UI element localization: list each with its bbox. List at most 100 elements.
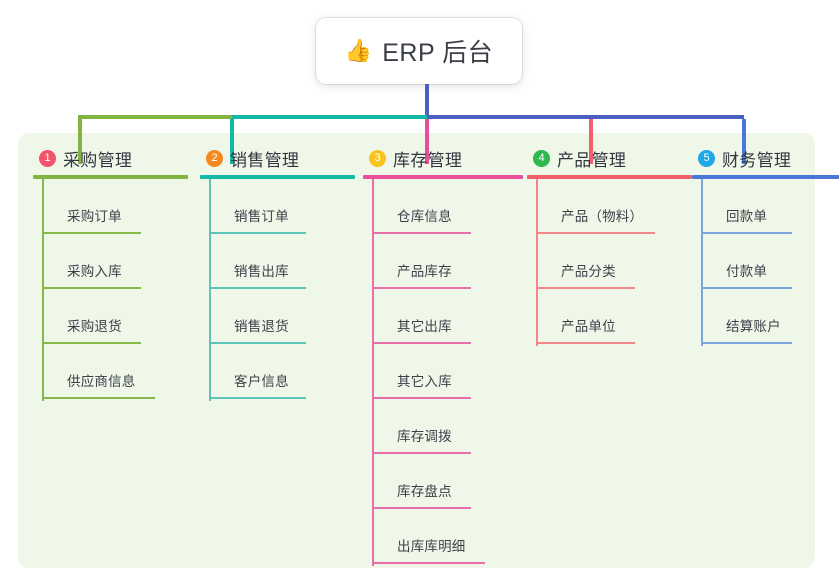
branch-tree-4: 产品（物料） 产品分类 产品单位 — [527, 179, 692, 346]
branch-header-rule-1 — [33, 175, 188, 179]
leaf-rule — [210, 342, 306, 344]
leaf-rule — [373, 507, 471, 509]
leaf-rule — [537, 342, 635, 344]
branch-header-2[interactable]: 2 销售管理 — [200, 145, 355, 171]
branch-header-rule-4 — [527, 175, 692, 179]
connector-bar-segment-3 — [427, 115, 744, 119]
branch-header-rule-3 — [363, 175, 523, 179]
connector-drop-5 — [742, 119, 746, 164]
leaf-rule — [373, 397, 471, 399]
list-item[interactable]: 销售订单 — [210, 179, 355, 234]
leaf-rule — [702, 287, 792, 289]
leaf-rule — [702, 232, 792, 234]
branch-trunk-5 — [701, 179, 703, 346]
branch-number-badge-3: 3 — [369, 149, 386, 167]
list-item[interactable]: 产品分类 — [537, 234, 692, 289]
list-item[interactable]: 销售出库 — [210, 234, 355, 289]
branch-trunk-4 — [536, 179, 538, 346]
branch-number-badge-5: 5 — [698, 149, 715, 167]
diagram-canvas — [18, 133, 815, 568]
leaf-label: 采购订单 — [67, 209, 122, 224]
list-item[interactable]: 客户信息 — [210, 344, 355, 399]
list-item[interactable]: 采购入库 — [43, 234, 188, 289]
branch-number-badge-4: 4 — [533, 149, 550, 167]
branch-column-4: 4 产品管理 产品（物料） 产品分类 产品单位 — [527, 145, 692, 346]
leaf-rule — [210, 287, 306, 289]
branch-column-2: 2 销售管理 销售订单 销售出库 销售退货 客户信息 — [200, 145, 355, 401]
thumbs-up-icon: 👍 — [344, 38, 373, 63]
leaf-label: 采购入库 — [67, 264, 122, 279]
list-item[interactable]: 回款单 — [702, 179, 839, 234]
list-item[interactable]: 产品单位 — [537, 289, 692, 344]
branch-number-badge-2: 2 — [206, 149, 223, 167]
list-item[interactable]: 其它入库 — [373, 344, 523, 399]
branch-trunk-3 — [372, 179, 374, 566]
leaf-label: 产品库存 — [397, 264, 452, 279]
leaf-rule — [43, 397, 155, 399]
list-item[interactable]: 其它出库 — [373, 289, 523, 344]
root-node-label: ERP 后台 — [382, 39, 494, 67]
leaf-label: 销售退货 — [234, 319, 289, 334]
branch-title-4: 产品管理 — [557, 150, 627, 170]
leaf-rule — [210, 397, 306, 399]
list-item[interactable]: 产品（物料） — [537, 179, 692, 234]
leaf-rule — [373, 452, 471, 454]
branch-title-2: 销售管理 — [230, 150, 300, 170]
leaf-rule — [373, 287, 471, 289]
leaf-label: 销售出库 — [234, 264, 289, 279]
leaf-rule — [373, 562, 485, 564]
list-item[interactable]: 出库库明细 — [373, 509, 523, 564]
list-item[interactable]: 采购退货 — [43, 289, 188, 344]
branch-title-5: 财务管理 — [722, 150, 792, 170]
list-item[interactable]: 仓库信息 — [373, 179, 523, 234]
list-item[interactable]: 供应商信息 — [43, 344, 188, 399]
branch-trunk-2 — [209, 179, 211, 401]
branch-header-1[interactable]: 1 采购管理 — [33, 145, 188, 171]
connector-drop-4 — [589, 119, 593, 164]
leaf-rule — [702, 342, 792, 344]
connector-bar-segment-2 — [232, 115, 427, 119]
leaf-label: 结算账户 — [726, 319, 781, 334]
leaf-label: 出库库明细 — [397, 539, 466, 554]
list-item[interactable]: 销售退货 — [210, 289, 355, 344]
leaf-label: 产品（物料） — [561, 209, 644, 224]
list-item[interactable]: 付款单 — [702, 234, 839, 289]
list-item[interactable]: 采购订单 — [43, 179, 188, 234]
leaf-label: 销售订单 — [234, 209, 289, 224]
leaf-label: 产品分类 — [561, 264, 616, 279]
list-item[interactable]: 库存调拨 — [373, 399, 523, 454]
leaf-label: 供应商信息 — [67, 374, 136, 389]
connector-drop-1 — [78, 119, 82, 164]
leaf-label: 其它出库 — [397, 319, 452, 334]
leaf-label: 回款单 — [726, 209, 768, 224]
list-item[interactable]: 产品库存 — [373, 234, 523, 289]
branch-header-4[interactable]: 4 产品管理 — [527, 145, 692, 171]
leaf-label: 库存盘点 — [397, 484, 452, 499]
connector-bar-segment-1 — [78, 115, 232, 119]
branch-tree-3: 仓库信息 产品库存 其它出库 其它入库 库存调拨 库存盘点 出库库明细 — [363, 179, 523, 566]
leaf-rule — [537, 232, 655, 234]
leaf-label: 产品单位 — [561, 319, 616, 334]
branch-header-3[interactable]: 3 库存管理 — [363, 145, 523, 171]
list-item[interactable]: 结算账户 — [702, 289, 839, 344]
branch-title-1: 采购管理 — [63, 150, 133, 170]
connector-root-stem — [425, 84, 429, 118]
root-node[interactable]: 👍 ERP 后台 — [316, 18, 522, 84]
leaf-label: 付款单 — [726, 264, 768, 279]
branch-tree-2: 销售订单 销售出库 销售退货 客户信息 — [200, 179, 355, 401]
branch-header-rule-2 — [200, 175, 355, 179]
branch-trunk-1 — [42, 179, 44, 401]
branch-header-rule-5 — [692, 175, 839, 179]
list-item[interactable]: 库存盘点 — [373, 454, 523, 509]
leaf-rule — [373, 232, 471, 234]
leaf-label: 客户信息 — [234, 374, 289, 389]
leaf-rule — [537, 287, 635, 289]
leaf-rule — [210, 232, 306, 234]
leaf-rule — [373, 342, 471, 344]
branch-column-3: 3 库存管理 仓库信息 产品库存 其它出库 其它入库 库存调拨 库存盘点 — [363, 145, 523, 566]
branch-column-5: 5 财务管理 回款单 付款单 结算账户 — [692, 145, 839, 346]
branch-header-5[interactable]: 5 财务管理 — [692, 145, 839, 171]
leaf-label: 库存调拨 — [397, 429, 452, 444]
connector-drop-2 — [230, 119, 234, 164]
leaf-rule — [43, 287, 141, 289]
